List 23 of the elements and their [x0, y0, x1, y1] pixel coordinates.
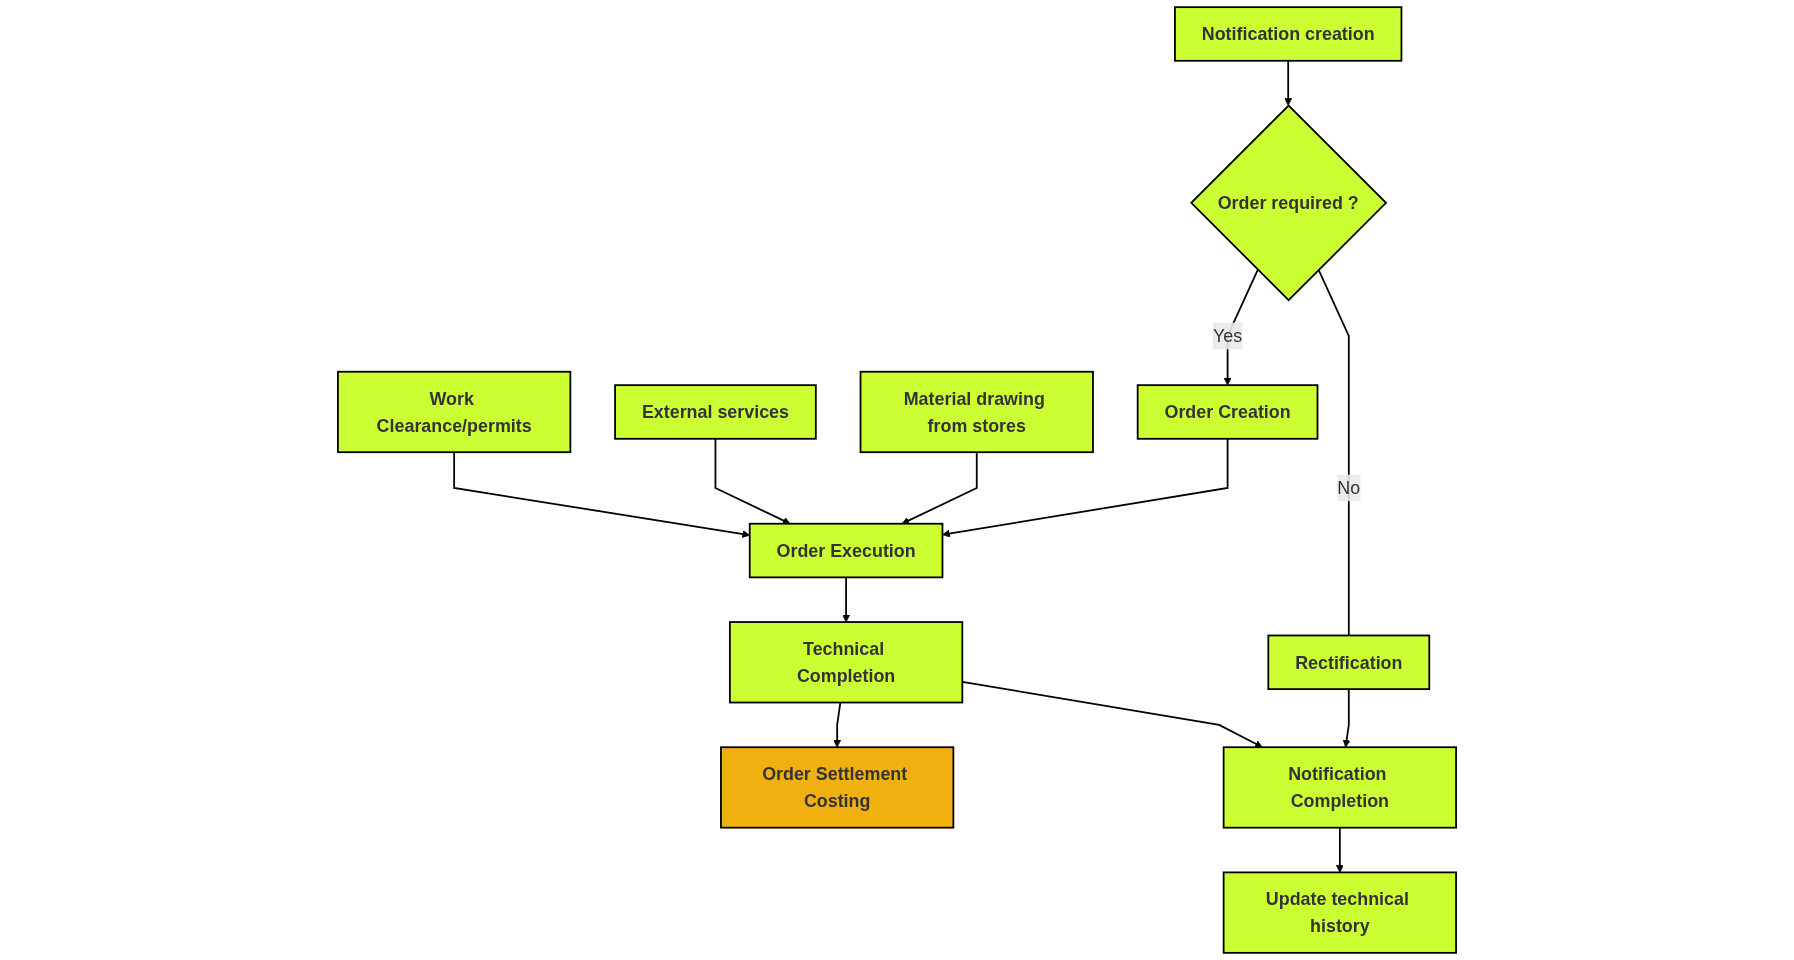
arrow	[1284, 59, 1293, 106]
node-box: Update technical history	[1222, 871, 1457, 954]
edge-label: Yes	[1213, 326, 1243, 346]
arrow	[942, 437, 1229, 538]
arrow	[833, 701, 842, 748]
node-box: Work Clearance/permits	[337, 370, 572, 454]
arrow	[842, 576, 851, 623]
node-diamond: Order required ?	[1190, 104, 1388, 302]
node-box: Rectification	[1267, 634, 1431, 690]
node-box: Order Settlement Costing	[720, 746, 955, 829]
node-box: Notification Completion	[1222, 746, 1457, 829]
connector	[1317, 268, 1350, 637]
arrow	[1342, 688, 1351, 748]
node-box: Notification creation	[1174, 6, 1403, 62]
arrow	[1335, 826, 1344, 873]
node-box: Order Creation	[1136, 384, 1319, 440]
node-box: Order Execution	[748, 522, 944, 579]
node-box: External services	[614, 384, 817, 440]
node-box: Technical Completion	[729, 621, 964, 704]
arrow	[714, 437, 791, 525]
node-box: Material drawing from stores	[859, 370, 1094, 454]
arrow	[901, 451, 978, 525]
edge-label: No	[1337, 478, 1361, 498]
